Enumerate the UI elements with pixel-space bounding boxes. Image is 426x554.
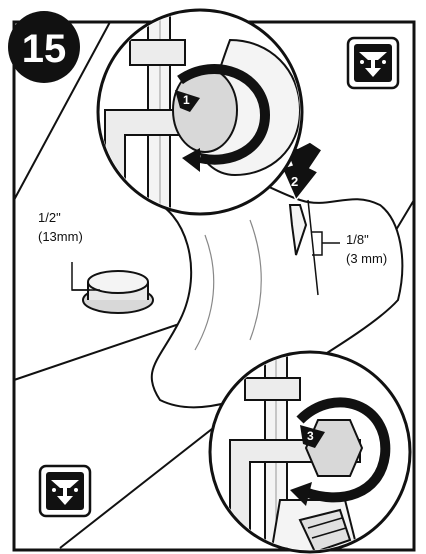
cap-size-mm: (13mm) <box>38 229 83 244</box>
callout-1: 1 <box>183 93 190 107</box>
mounting-cap <box>83 271 153 313</box>
callout-3: 3 <box>307 429 314 443</box>
callout-2: 2 <box>291 174 298 189</box>
step-badge: 15 <box>8 11 80 83</box>
gap-size-inch: 1/8" <box>346 232 369 247</box>
step-number: 15 <box>22 27 67 71</box>
underside-view-icon <box>40 466 90 516</box>
gap-size-mm: (3 mm) <box>346 251 387 266</box>
cap-size-inch: 1/2" <box>38 210 61 225</box>
underside-view-icon <box>348 38 398 88</box>
